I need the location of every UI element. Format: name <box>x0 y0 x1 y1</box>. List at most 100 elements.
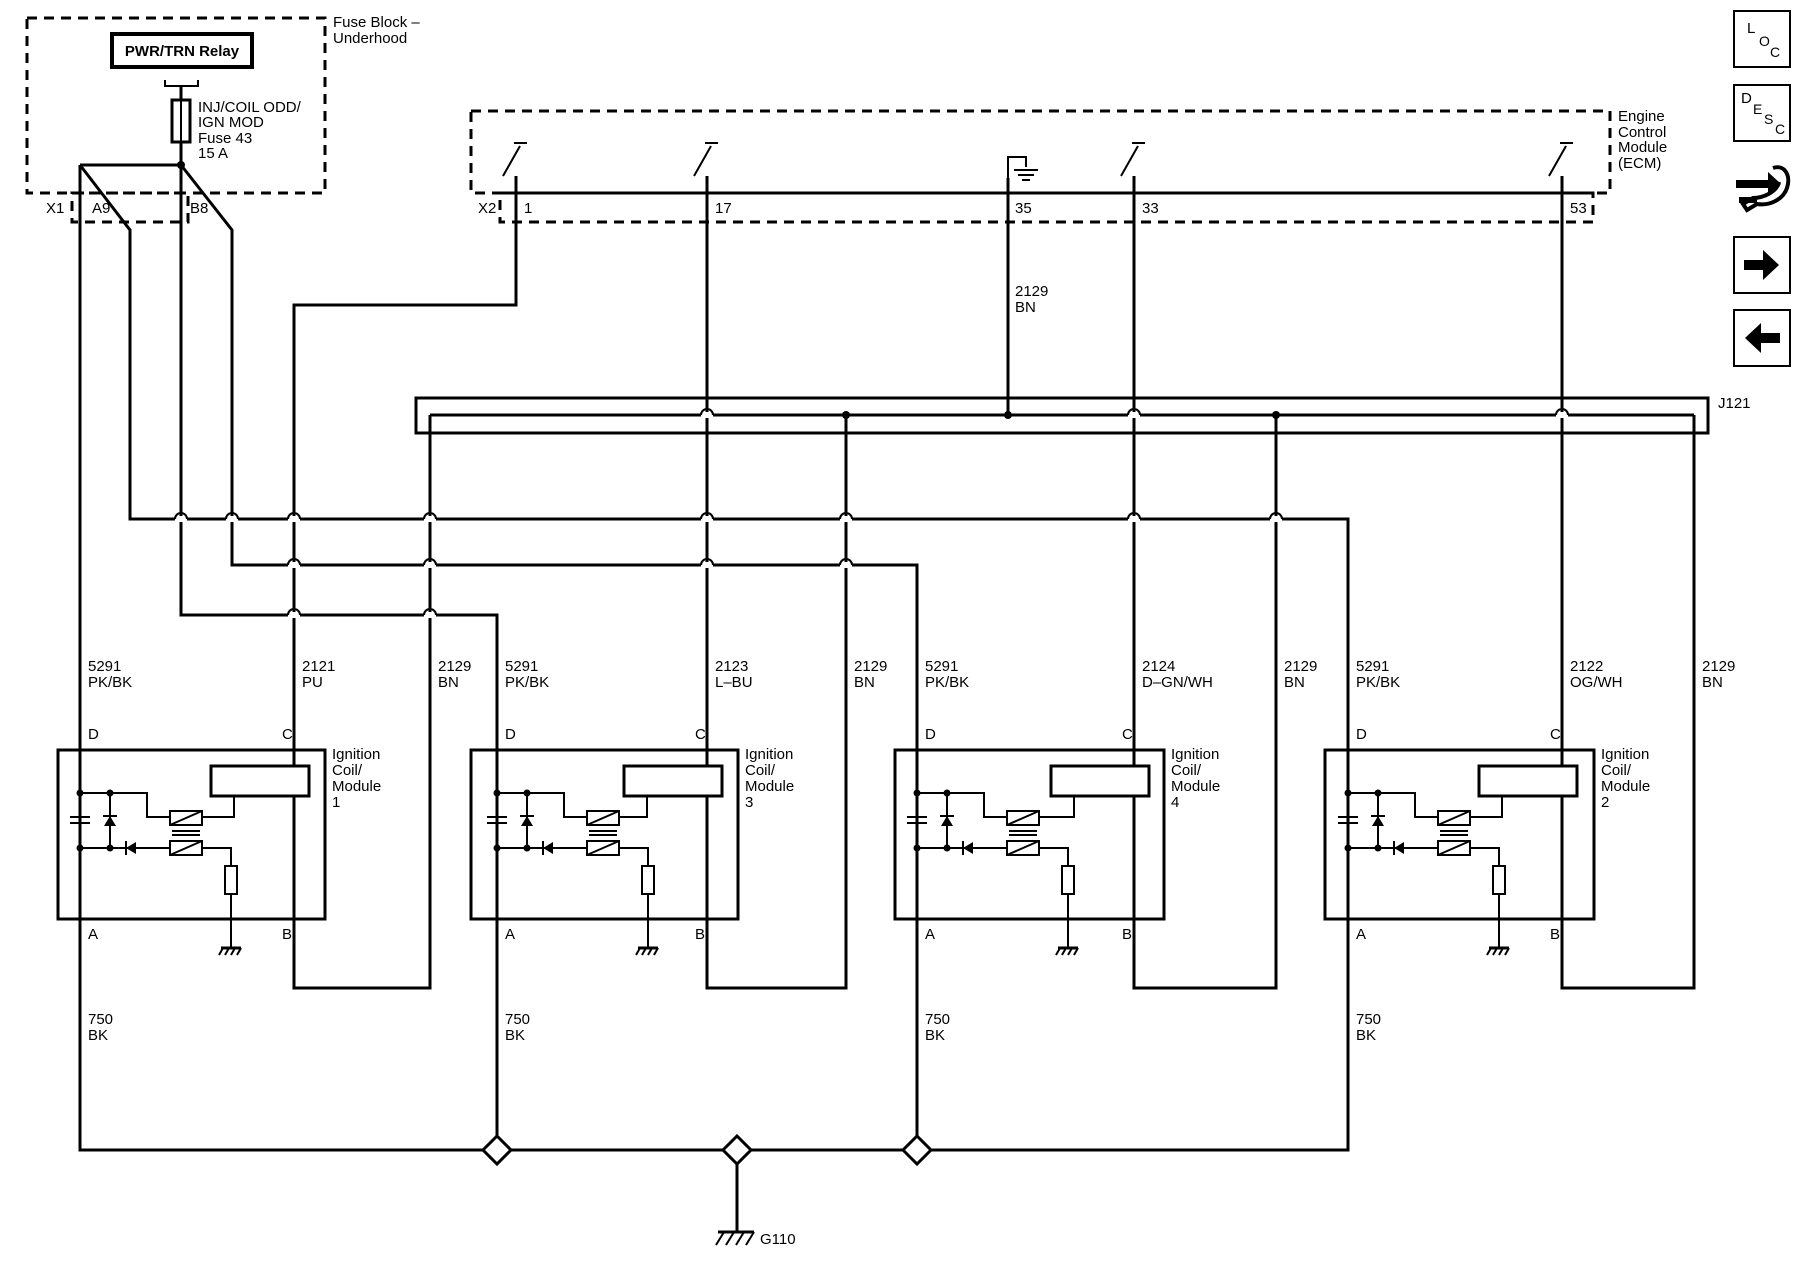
ground-circuit-label: 750 <box>925 1011 950 1028</box>
previous-arrow-icon <box>1745 323 1780 353</box>
wire-color-label: BN <box>1702 674 1723 691</box>
wire-color-label: PK/BK <box>505 674 549 691</box>
previous-page-button[interactable] <box>1733 309 1791 367</box>
ecm-ground-icon <box>1007 156 1038 181</box>
connector-view-button[interactable] <box>1733 160 1791 218</box>
wire-circuit-label: 2121 <box>302 658 335 675</box>
module-ground-icon <box>635 946 659 956</box>
coil-module-box <box>893 748 1166 921</box>
next-page-button[interactable] <box>1733 236 1791 294</box>
relay-box <box>110 32 254 69</box>
wire-color-label: D–GN/WH <box>1142 674 1213 691</box>
wire-color-label: PU <box>302 674 323 691</box>
ground-splice-diamonds <box>480 1133 934 1167</box>
module-ground-icon <box>218 946 242 956</box>
coil-name-label: Ignition <box>745 746 793 763</box>
location-button[interactable]: L O C <box>1733 10 1791 68</box>
ecm-label-1: Engine <box>1618 108 1665 125</box>
coil-driver-circuit-icon <box>907 764 1151 948</box>
ecm-outline <box>469 109 1612 195</box>
coil-name-label: Module <box>332 778 381 795</box>
wire-circuit-label: 2124 <box>1142 658 1175 675</box>
wire-circuit-label: 5291 <box>505 658 538 675</box>
ecm-label-2: Control <box>1618 124 1666 141</box>
coil-name-label: 4 <box>1171 794 1179 811</box>
ground-circuit-label: 750 <box>1356 1011 1381 1028</box>
coil-name-label: 3 <box>745 794 753 811</box>
ecm-driver-switch-icon <box>502 142 1573 177</box>
ground-color-label: BK <box>925 1027 945 1044</box>
coil-name-label: Ignition <box>1171 746 1219 763</box>
module-ground-icon <box>1486 946 1510 956</box>
wire-circuit-label: 5291 <box>88 658 121 675</box>
ecm-pin-33: 33 <box>1142 200 1159 217</box>
ground-label: G110 <box>760 1231 796 1248</box>
coil-name-label: Ignition <box>332 746 380 763</box>
pin-a-label: A <box>925 926 935 943</box>
wire-color-label: BN <box>854 674 875 691</box>
wire-color-label: PK/BK <box>88 674 132 691</box>
pin-a-label: A <box>88 926 98 943</box>
coil-name-label: Ignition <box>1601 746 1649 763</box>
loc-letter-l: L <box>1747 20 1756 37</box>
pin-b-label: B <box>1550 926 1560 943</box>
desc-letter-c: C <box>1775 121 1786 137</box>
pin-b-label: B <box>282 926 292 943</box>
wire-circuit-label: 2129 <box>438 658 471 675</box>
coil-driver-circuit-icon <box>1338 764 1579 948</box>
fuse-label-2: IGN MOD <box>198 114 264 131</box>
coil-name-label: Coil/ <box>1171 762 1202 779</box>
description-button[interactable]: D E S C <box>1733 84 1791 142</box>
connector-view-icon <box>1736 165 1791 213</box>
wire-color-label: BN <box>1284 674 1305 691</box>
splice-dots <box>177 161 1280 419</box>
splice-wire-circuit: 2129 <box>1015 283 1048 300</box>
wire-color-label: L–BU <box>715 674 753 691</box>
wire-circuit-label: 5291 <box>925 658 958 675</box>
wire-circuit-label: 2129 <box>1702 658 1735 675</box>
desc-letter-e: E <box>1753 101 1763 117</box>
coil-module-box <box>1323 748 1596 921</box>
ground-color-label: BK <box>505 1027 525 1044</box>
coil-module-box <box>56 748 327 921</box>
fuse-block-label: Fuse Block – <box>333 14 420 31</box>
module-ground-icon <box>1055 946 1079 956</box>
splice-pack-j121 <box>414 396 1710 435</box>
fuse-block-label-2: Underhood <box>333 30 407 47</box>
fuse-label-1: INJ/COIL ODD/ <box>198 99 302 116</box>
ecm-pin-1: 1 <box>524 200 532 217</box>
pin-c-label: C <box>1122 726 1133 743</box>
ground-color-label: BK <box>1356 1027 1376 1044</box>
relay-label: PWR/TRN Relay <box>125 43 240 60</box>
x1-pin-b8: B8 <box>190 200 208 217</box>
wire-circuit-label: 2129 <box>1284 658 1317 675</box>
wire-circuit-label: 2129 <box>854 658 887 675</box>
wire-color-label: OG/WH <box>1570 674 1623 691</box>
wire-color-label: PK/BK <box>1356 674 1400 691</box>
ground-circuit-label: 750 <box>505 1011 530 1028</box>
x1-label: X1 <box>46 200 64 217</box>
ecm-label-3: Module <box>1618 139 1667 156</box>
pin-d-label: D <box>505 726 516 743</box>
splice-pack-label: J121 <box>1718 395 1751 412</box>
fuse-label-3: Fuse 43 <box>198 130 252 147</box>
wire-crossover-hops <box>174 408 1569 618</box>
splice-wire-color: BN <box>1015 299 1036 316</box>
pin-c-label: C <box>695 726 706 743</box>
ground-g110-icon <box>715 1230 755 1246</box>
coil-name-label: 2 <box>1601 794 1609 811</box>
coil-name-label: Module <box>1601 778 1650 795</box>
pin-d-label: D <box>925 726 936 743</box>
pin-b-label: B <box>695 926 705 943</box>
coil-name-label: Coil/ <box>332 762 363 779</box>
pin-a-label: A <box>505 926 515 943</box>
pin-d-label: D <box>1356 726 1367 743</box>
pin-d-label: D <box>88 726 99 743</box>
ground-circuit-label: 750 <box>88 1011 113 1028</box>
fuse-label-4: 15 A <box>198 145 228 162</box>
